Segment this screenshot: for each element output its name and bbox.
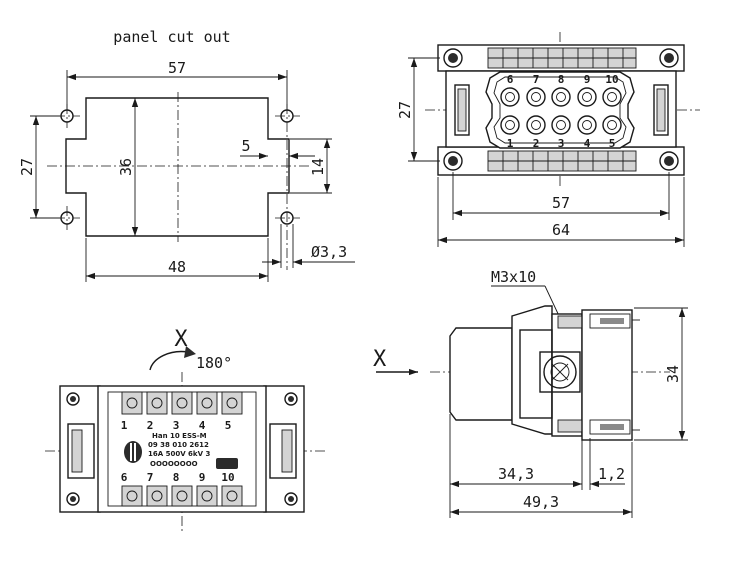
rear-pin-label-3: 3 [173,419,180,432]
rear-pin-label-9: 9 [199,471,206,484]
dim-side-343: 34,3 [498,465,534,483]
front-contact-1 [500,115,520,135]
dim-panel-36: 36 [117,158,135,176]
rear-pin-label-8: 8 [173,471,180,484]
manufacturer-logo-icon [124,441,142,463]
mount-hole-br [280,211,294,225]
rear-view-mark: X [174,327,188,352]
cutout-outline [65,97,290,237]
rear-screw-bl-icon [66,492,80,506]
rear-pin-label-10: 10 [221,471,234,484]
front-contact-2 [526,115,546,135]
rear-pin-label-5: 5 [225,419,232,432]
front-pin-label-5: 5 [609,137,616,150]
side-view: X M3x10 34 [373,268,688,518]
front-pin-label-2: 2 [533,137,540,150]
front-pin-label-4: 4 [584,137,591,150]
dim-panel-48: 48 [168,258,186,276]
front-contact-6 [500,87,520,107]
mount-hole-bl [60,211,74,225]
rear-pin-label-7: 7 [147,471,154,484]
front-pin-label-7: 7 [533,73,540,86]
dim-front-64: 64 [552,221,570,239]
dim-front-57: 57 [552,194,570,212]
dim-side-493: 49,3 [523,493,559,511]
side-insert [581,309,633,441]
dim-panel-hole: Ø3,3 [311,243,347,261]
dim-side-12: 1,2 [598,465,625,483]
rear-view: X 180° [45,327,325,532]
front-screw-tr-icon [659,48,679,68]
dim-side-34: 34 [664,365,682,383]
front-pin-label-6: 6 [507,73,514,86]
front-screw-bl-icon [443,151,463,171]
front-insert [485,71,635,149]
front-contact-3 [551,115,571,135]
certification-mark-icon [216,458,238,469]
rear-pin-label-6: 6 [121,471,128,484]
rear-screw-tl-icon [66,392,80,406]
front-pin-label-10: 10 [605,73,618,86]
dim-panel-14: 14 [309,158,327,176]
print-line-4: OOOOOOOO [150,460,198,468]
front-pin-label-9: 9 [584,73,591,86]
front-contact-9 [577,87,597,107]
front-screw-br-icon [659,151,679,171]
rear-pin-label-2: 2 [147,419,154,432]
side-screw-icon [539,351,581,393]
rear-screw-tr-icon [284,392,298,406]
panel-cutout-view: panel cut out 57 27 36 [18,28,355,282]
dim-panel-5: 5 [241,137,250,155]
front-contact-5 [602,115,622,135]
print-line-2: 09 38 010 2612 [148,441,209,449]
side-hood [449,327,513,421]
front-contact-7 [526,87,546,107]
rear-rotation: 180° [196,354,232,372]
front-pin-label-3: 3 [558,137,565,150]
side-screw-label: M3x10 [491,268,536,286]
dim-panel-57: 57 [168,59,186,77]
front-contact-4 [577,115,597,135]
rear-pin-label-4: 4 [199,419,206,432]
front-view: 6 7 8 9 10 1 2 3 4 5 27 57 6 [396,32,700,247]
dim-front-27: 27 [396,101,414,119]
rear-pin-label-1: 1 [121,419,128,432]
print-line-1: Han 10 ESS-M [152,432,207,440]
rear-screw-br-icon [284,492,298,506]
dim-panel-27: 27 [18,158,36,176]
panel-cutout-title: panel cut out [113,28,230,46]
front-pin-label-1: 1 [507,137,514,150]
print-line-3: 16A 500V 6kV 3 [148,450,210,458]
rotation-arrow-icon [149,350,189,371]
front-pin-label-8: 8 [558,73,565,86]
front-screw-tl-icon [443,48,463,68]
rear-terminal-bottom-row [121,485,243,507]
front-contact-8 [551,87,571,107]
side-view-mark: X [373,347,387,372]
front-contact-10 [602,87,622,107]
rear-terminal-top-row [121,391,243,415]
